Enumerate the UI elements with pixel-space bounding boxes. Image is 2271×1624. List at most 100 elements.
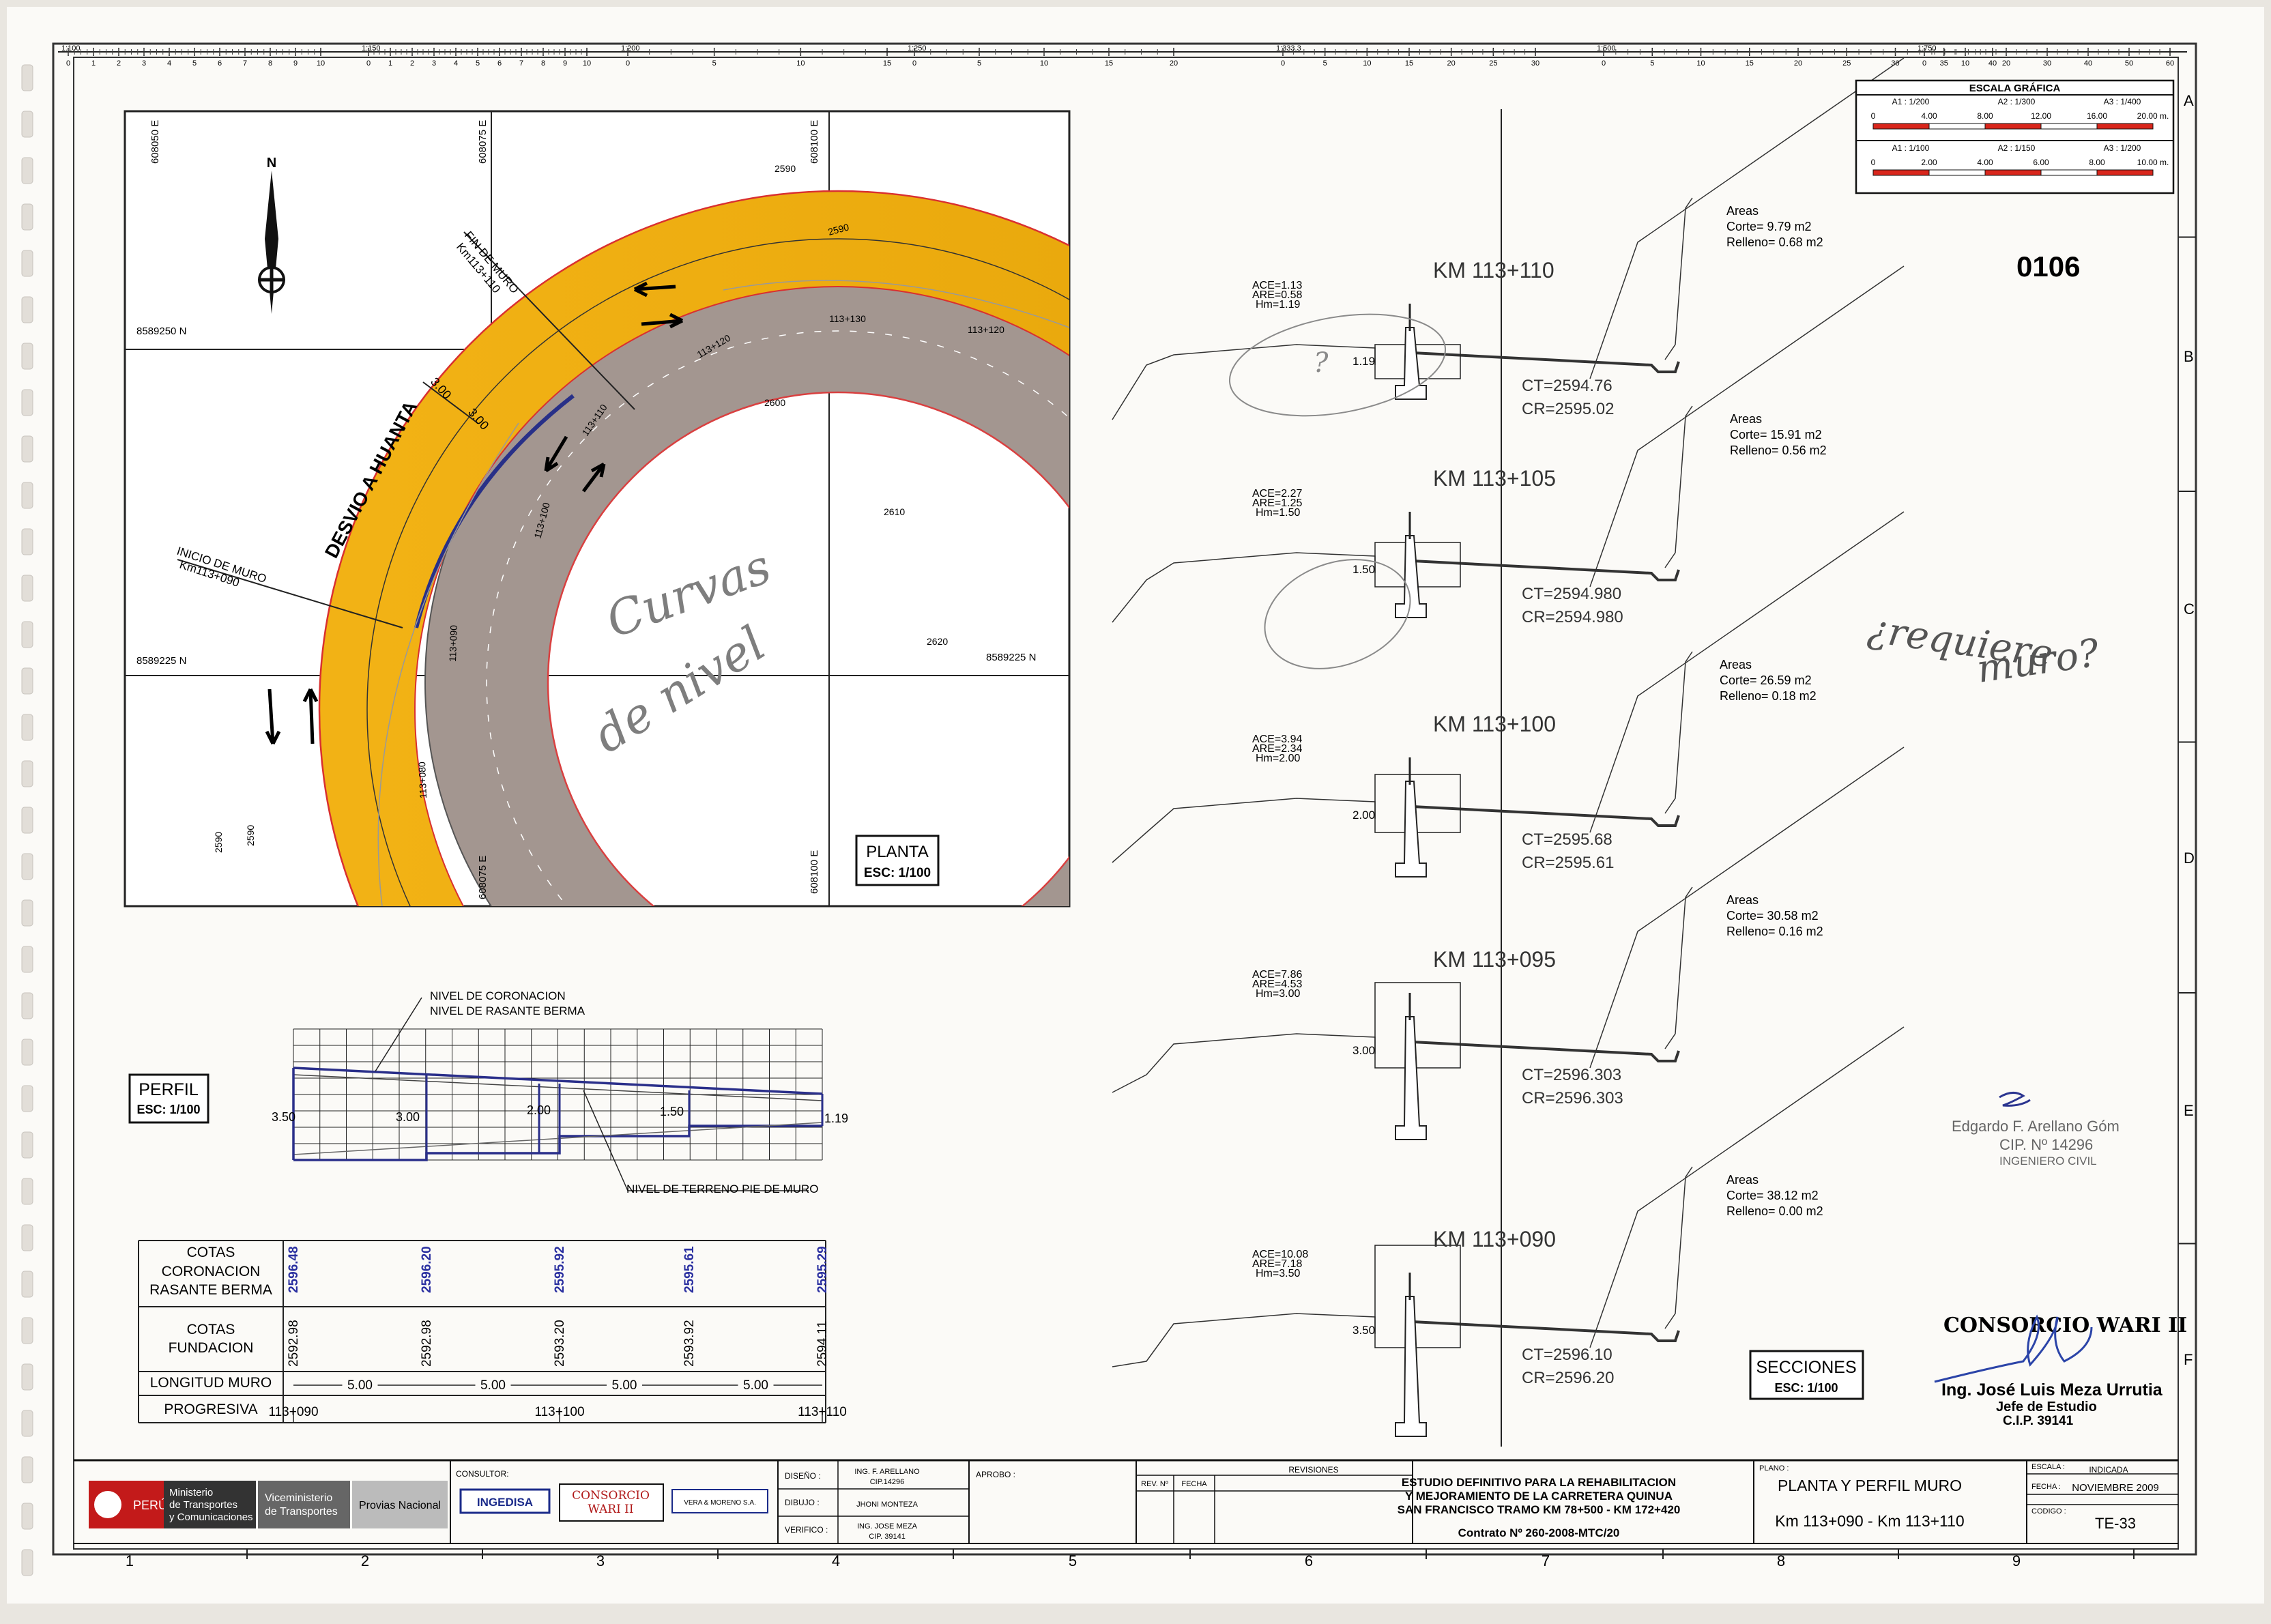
binder-hole xyxy=(21,389,33,416)
escala-row-label: A1 : 1/200 xyxy=(1892,97,1930,106)
pavement-line xyxy=(1412,560,1680,581)
section-areas-title: Areas xyxy=(1730,412,1762,426)
section-km: KM 113+100 xyxy=(1433,712,1556,736)
contour-label: 2610 xyxy=(884,506,905,517)
scale-tick-label: 9 xyxy=(563,59,567,68)
station-label: 113+090 xyxy=(447,625,459,663)
height-label: 1.19 xyxy=(824,1112,848,1125)
escala-value: 16.00 xyxy=(2087,111,2107,121)
section-hm: Hm=3.00 xyxy=(1256,988,1300,1000)
scale-tick-label: 25 xyxy=(1489,59,1497,68)
table-row-header: CORONACION xyxy=(162,1264,261,1279)
section-relleno: Relleno= 0.00 m2 xyxy=(1726,1204,1823,1218)
scale-tick-label: 8 xyxy=(541,59,545,68)
sheet-number: 0106 xyxy=(2016,250,2080,282)
section-ace: ACE=10.08 xyxy=(1252,1249,1308,1260)
table-row-header: RASANTE BERMA xyxy=(149,1282,272,1298)
scale-tick-label: 9 xyxy=(293,59,298,68)
scale-tick-label: 5 xyxy=(977,59,981,68)
peru-label: PERÚ xyxy=(133,1498,167,1512)
scale-tick-label: 60 xyxy=(2166,59,2174,68)
perfil-scale: ESC: 1/100 xyxy=(136,1103,200,1116)
escala-bar-segment xyxy=(2040,123,2098,130)
binder-hole xyxy=(21,1085,33,1112)
section-hm: Hm=1.50 xyxy=(1256,507,1300,519)
study-title: SAN FRANCISCO TRAMO KM 78+500 - KM 172+4… xyxy=(1398,1503,1681,1516)
binder-hole xyxy=(21,1456,33,1483)
scale-tick-label: 0 xyxy=(1281,59,1285,68)
column-number: 6 xyxy=(1305,1552,1313,1569)
planta-view: N 608050 E 608075 E 608100 E 608100 E 85… xyxy=(124,110,1071,908)
section-km: KM 113+095 xyxy=(1433,947,1556,972)
escala-bar-segment xyxy=(2040,169,2098,176)
escala-row-label: A2 : 1/150 xyxy=(1998,143,2036,153)
engineer-2-title: Jefe de Estudio xyxy=(1996,1400,2097,1415)
scale-tick-label: 30 xyxy=(2043,59,2051,68)
scale-tick-label: 10 xyxy=(317,59,325,68)
scale-tick-label: 15 xyxy=(1105,59,1113,68)
scale-tick-label: 20 xyxy=(1794,59,1802,68)
diseno-value: CIP.14296 xyxy=(870,1478,905,1486)
cota-coronacion: 2595.29 xyxy=(815,1246,830,1293)
pavement-line xyxy=(1412,805,1680,827)
binder-hole xyxy=(21,946,33,973)
escala-bar-segment xyxy=(1928,169,1986,176)
scale-tick-label: 5 xyxy=(712,59,717,68)
consorcio-logo-label: WARI II xyxy=(588,1503,633,1516)
third-logo xyxy=(671,1489,768,1513)
cota-fundacion: 2593.92 xyxy=(682,1320,697,1367)
binder-hole xyxy=(21,296,33,323)
cota-fundacion: 2594.11 xyxy=(815,1321,830,1367)
ministerio-label: Ministerio xyxy=(169,1487,213,1498)
perfil-grid xyxy=(293,1028,823,1161)
row-letter: E xyxy=(2184,1102,2194,1119)
pavement-line xyxy=(1412,1320,1680,1342)
natural-slope xyxy=(1589,511,1905,833)
binder-hole xyxy=(21,157,33,184)
scale-tick-label: 0 xyxy=(1922,59,1926,68)
escala-bar-segment xyxy=(1872,123,1930,130)
scale-ratio: 1:250 xyxy=(908,44,927,53)
scale-tick-label: 5 xyxy=(1323,59,1327,68)
perfil-title-box xyxy=(128,1073,209,1124)
length-dim-bg xyxy=(738,1377,774,1392)
binder-hole xyxy=(21,528,33,555)
section-ace: ACE=2.27 xyxy=(1252,488,1302,499)
column-number: 7 xyxy=(1542,1552,1550,1569)
section-km: KM 113+090 xyxy=(1433,1227,1556,1251)
table-row-header: COTAS xyxy=(187,1245,235,1260)
escala-value: 2.00 xyxy=(1921,158,1937,167)
section-are: ARE=1.25 xyxy=(1252,497,1302,509)
row-letter: F xyxy=(2184,1351,2193,1368)
section-areas-title: Areas xyxy=(1726,204,1759,218)
section-areas-title: Areas xyxy=(1726,893,1759,907)
viceministerio-label: de Transportes xyxy=(265,1506,338,1518)
wall-shape xyxy=(1395,1016,1427,1140)
secciones-scale: ESC: 1/100 xyxy=(1774,1381,1838,1395)
row-letter: B xyxy=(2184,348,2194,365)
scale-tick-label: 10 xyxy=(1363,59,1371,68)
section-km: KM 113+105 xyxy=(1433,466,1556,491)
column-number: 5 xyxy=(1069,1552,1077,1569)
height-label: 3.00 xyxy=(396,1110,420,1124)
ingedisa-logo xyxy=(459,1488,551,1514)
scale-tick-label: 0 xyxy=(366,59,371,68)
natural-slope xyxy=(1589,57,1905,379)
outer-frame xyxy=(52,42,2197,1556)
section-height: 2.00 xyxy=(1353,809,1375,822)
escala-value: 4.00 xyxy=(1921,111,1937,121)
binder-hole xyxy=(21,575,33,602)
escala-bar-segment xyxy=(1984,169,2042,176)
column-number: 1 xyxy=(126,1552,134,1569)
scale-ratio: 1:150 xyxy=(362,44,381,53)
stamps: Edgardo F. Arellano Góm CIP. Nº 14296 IN… xyxy=(1934,1092,2187,1428)
contour-label: 2590 xyxy=(245,825,256,846)
scale-tick-label: 25 xyxy=(1842,59,1851,68)
escala-value: 0 xyxy=(1871,111,1876,121)
contour-label: 2600 xyxy=(764,397,785,408)
scale-tick-label: 20 xyxy=(1447,59,1456,68)
ministerio-label: y Comunicaciones xyxy=(169,1511,253,1523)
longitud-muro: 5.00 xyxy=(347,1378,373,1393)
coord-label: 8589225 N xyxy=(986,652,1036,663)
